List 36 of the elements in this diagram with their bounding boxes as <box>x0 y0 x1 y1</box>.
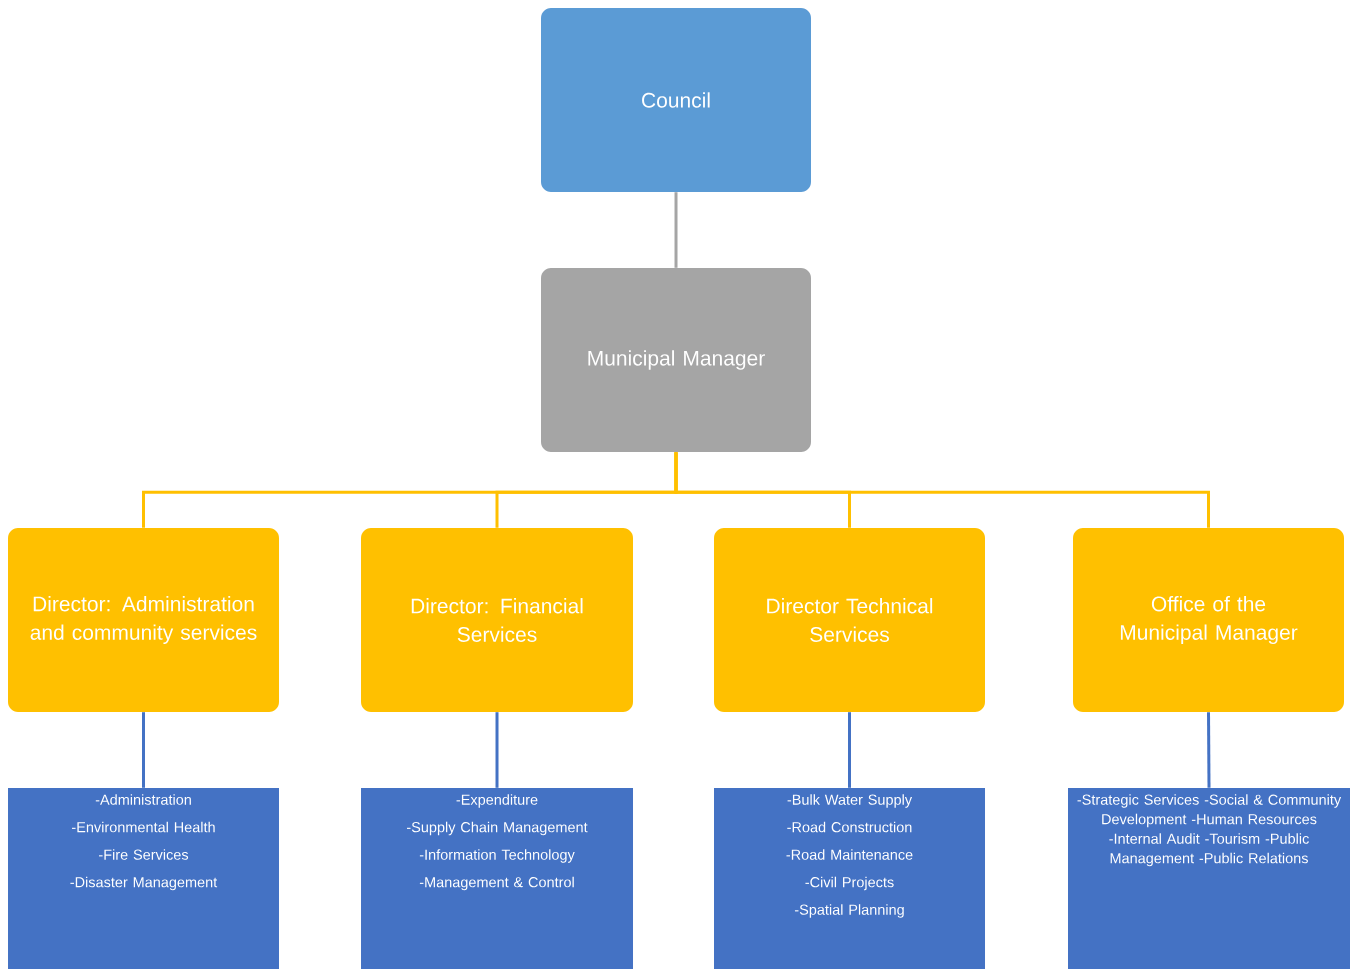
connector-line <box>142 712 145 788</box>
function-list-box <box>714 788 985 969</box>
list-item: -Fire Services <box>99 849 189 860</box>
list-item: -Civil Projects <box>805 876 894 891</box>
function-list-box <box>361 788 633 969</box>
list-item: -Management & Control <box>419 876 574 891</box>
role-box <box>541 8 811 192</box>
connector-line <box>674 452 1210 528</box>
list-item: -Strategic Services -Social & Community Development -Human Resources -Internal Audit -Tourism -Public Management -Public Relations <box>1077 794 1342 867</box>
department-box <box>8 528 279 712</box>
connector-line <box>495 712 499 788</box>
list-item: -Road Maintenance <box>786 849 913 860</box>
connector-line <box>1207 712 1211 788</box>
list-item: -Administration <box>95 794 191 805</box>
list-item: -Information Technology <box>419 849 575 863</box>
list-item: -Road Construction <box>787 821 912 833</box>
box-title: Director: Financial Services <box>411 598 583 642</box>
department-box <box>1073 528 1344 712</box>
box-title: Municipal Manager <box>588 350 765 370</box>
list-item: -Bulk Water Supply <box>787 794 913 808</box>
role-box <box>541 268 811 452</box>
box-title: Office of the Municipal Manager <box>1120 595 1298 645</box>
connector-line <box>674 192 678 268</box>
list-item: -Environmental Health <box>72 821 215 833</box>
department-box <box>361 528 633 712</box>
box-title: Council <box>642 92 710 108</box>
box-title: Director: Administration and community services <box>30 595 257 645</box>
list-item: -Disaster Management <box>70 876 218 891</box>
box-title: Director Technical Services <box>767 598 933 642</box>
list-item: -Supply Chain Management <box>407 821 588 836</box>
connector-line <box>848 712 851 788</box>
function-list-box <box>1068 788 1350 969</box>
list-item: -Expenditure <box>456 794 538 808</box>
list-item: -Spatial Planning <box>794 904 904 918</box>
function-list-box <box>8 788 279 969</box>
department-box <box>714 528 985 712</box>
